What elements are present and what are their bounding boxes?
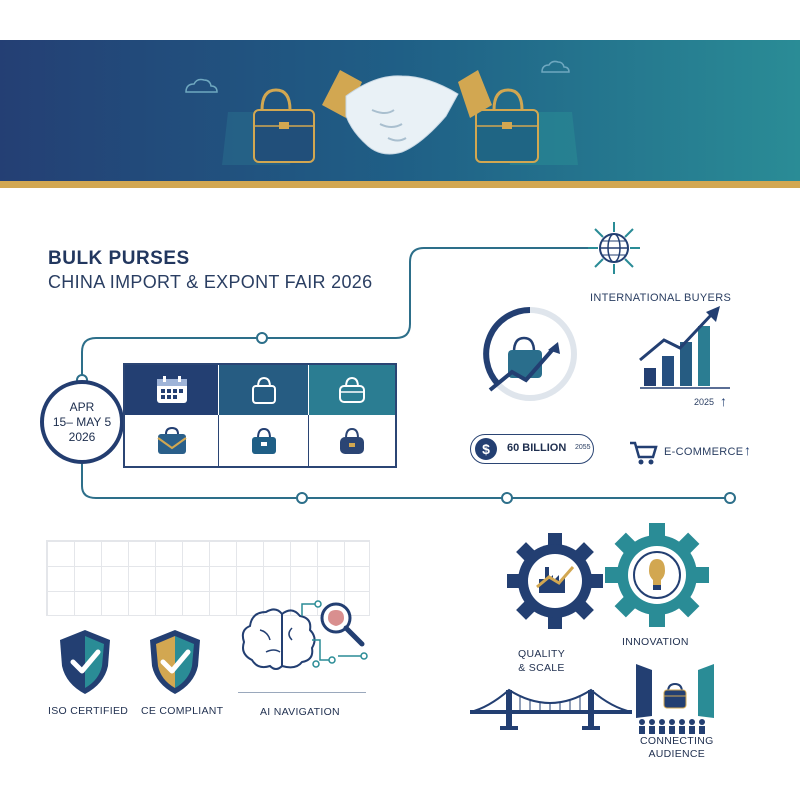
ai-navigation-label: AI NAVIGATION <box>260 706 340 718</box>
dollar-icon: $ <box>475 438 497 460</box>
growth-donut-icon <box>483 307 577 401</box>
timeline-node <box>724 492 736 504</box>
connecting-label-line-2: AUDIENCE <box>648 748 706 760</box>
iso-label: ISO CERTIFIED <box>48 705 129 717</box>
handbag-icon <box>309 365 395 415</box>
ecommerce-label: E-COMMERCE <box>664 446 744 458</box>
gear-lightbulb-icon <box>605 523 709 627</box>
banner-illustration <box>185 60 578 165</box>
quality-label-line-2: & SCALE <box>518 662 565 674</box>
innovation-label: INNOVATION <box>622 636 689 648</box>
cart-icon <box>630 441 658 465</box>
calendar-icon <box>125 365 219 415</box>
handbag-icon <box>222 88 315 165</box>
timeline-node <box>501 492 513 504</box>
handbag-icon <box>219 365 309 415</box>
date-badge: APR 15– MAY 5 2026 <box>40 380 124 464</box>
quality-label-line-1: QUALITY <box>518 648 566 660</box>
connecting-label-line-1: CONNECTING <box>640 735 714 747</box>
icon-table <box>123 363 397 468</box>
brain-icon <box>241 600 368 670</box>
shield-check-icon <box>150 630 200 694</box>
quality-label: QUALITY & SCALE <box>518 647 565 675</box>
growth-chart-icon <box>639 306 730 389</box>
handbag-icon <box>219 415 309 466</box>
timeline-node <box>256 332 268 344</box>
gold-divider <box>0 181 800 188</box>
bridge-icon <box>470 688 632 730</box>
arrow-up-icon: ↑ <box>720 393 727 409</box>
globe-icon <box>588 222 640 274</box>
date-line-3: 2026 <box>68 429 96 444</box>
handbag-icon <box>475 88 578 165</box>
billion-year: 2055 <box>575 444 591 451</box>
international-buyers-label: INTERNATIONAL BUYERS <box>590 292 732 304</box>
magnifier-icon <box>320 602 365 647</box>
ce-label: CE COMPLIANT <box>141 705 224 717</box>
gear-factory-icon <box>507 533 603 629</box>
connecting-label: CONNECTING AUDIENCE <box>640 735 714 761</box>
header-banner <box>0 40 800 182</box>
handshake-icon <box>322 70 492 155</box>
arrow-up-icon: ↑ <box>744 442 751 458</box>
date-line-1: APR <box>69 399 95 414</box>
people-icon <box>636 664 714 734</box>
handbag-icon <box>309 415 395 466</box>
billion-value: 60 BILLION <box>507 442 567 454</box>
cloud-icon <box>185 60 570 93</box>
handbag-icon <box>125 415 219 466</box>
divider <box>238 692 366 693</box>
shield-check-icon <box>60 630 110 694</box>
date-line-2: 15– MAY 5 <box>52 414 112 429</box>
revenue-pill: $ 60 BILLION 2055 <box>470 434 594 464</box>
page-title: BULK PURSES <box>48 248 190 269</box>
timeline-node <box>296 492 308 504</box>
page-subtitle: CHINA IMPORT & EXPONT FAIR 2026 <box>48 272 373 292</box>
chart-year-label: 2025 <box>694 397 715 407</box>
